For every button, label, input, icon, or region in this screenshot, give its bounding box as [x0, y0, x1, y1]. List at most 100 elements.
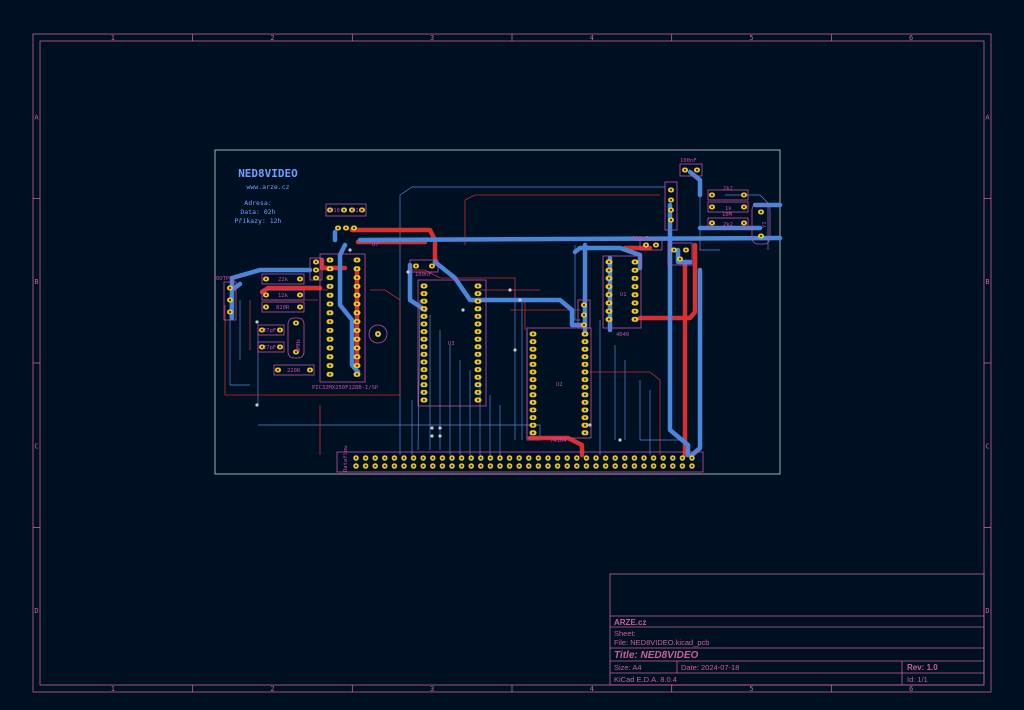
pad-drill: [583, 393, 587, 396]
pad-drill: [314, 260, 318, 264]
u3-label: U3: [448, 341, 455, 347]
c11-outline: [664, 181, 678, 231]
pad-drill: [607, 260, 611, 264]
r220-value: 220R: [287, 368, 301, 374]
pad-drill: [402, 456, 406, 460]
pad-drill: [633, 260, 637, 264]
pad-drill: [422, 368, 426, 371]
pad-drill: [355, 302, 359, 306]
pad-drill: [583, 416, 587, 419]
pad-drill: [364, 456, 367, 460]
size-label: Size: A4: [614, 663, 642, 672]
pad-drill: [414, 264, 418, 268]
pad-drill: [352, 226, 356, 230]
pad-drill: [383, 464, 386, 468]
via: [430, 426, 434, 430]
via: [508, 288, 512, 292]
pad-drill: [662, 464, 665, 468]
pad-drill: [476, 391, 480, 394]
pad-drill: [583, 348, 587, 351]
pad-drill: [354, 456, 358, 460]
pad-drill: [614, 464, 617, 468]
pad-drill: [476, 338, 480, 341]
pad-drill: [537, 464, 540, 468]
pad-drill: [710, 221, 714, 225]
pad-drill: [681, 456, 684, 460]
pad-drill: [479, 464, 482, 468]
title-block: ARZE.cz Sheet: File: NED8VIDEO.kicad_pcb…: [609, 573, 985, 686]
pad-drill: [360, 208, 364, 212]
pad-drill: [575, 456, 578, 460]
pad-drill: [498, 456, 502, 460]
pad-drill: [355, 355, 359, 358]
frame-row-label: A: [34, 113, 39, 121]
r820-outline: [261, 301, 305, 313]
pad-drill: [260, 345, 264, 349]
r12k-outline: [261, 289, 305, 301]
pad-drill: [383, 456, 386, 460]
pad-drill: [644, 243, 648, 247]
pad-drill: [260, 328, 264, 332]
pad-drill: [681, 464, 684, 468]
pad-drill: [489, 464, 492, 468]
u2-part: 74164: [550, 438, 567, 444]
pad-drill: [710, 205, 714, 209]
pad-drill: [531, 363, 535, 366]
pad-drill: [422, 330, 426, 333]
pad-drill: [470, 464, 473, 468]
r220-outline: [273, 364, 315, 376]
pad-drill: [633, 293, 637, 296]
pad-drill: [278, 328, 282, 332]
pad-drill: [314, 276, 318, 280]
pad-drill: [422, 338, 426, 341]
pad-drill: [566, 456, 569, 460]
pad-drill: [531, 355, 535, 358]
pad-drill: [633, 301, 637, 305]
frame-row-label: C: [985, 442, 989, 450]
via: [588, 423, 592, 427]
pad-drill: [695, 168, 699, 172]
pad-drill: [228, 310, 232, 314]
pad-drill: [355, 364, 359, 367]
pad-drill: [476, 376, 480, 379]
r22k-value: 22k: [278, 277, 289, 283]
pad-drill: [422, 284, 426, 288]
pad-drill: [498, 464, 502, 468]
pad-drill: [228, 286, 232, 290]
pad-drill: [531, 416, 535, 419]
pad-drill: [527, 464, 530, 468]
pad-drill: [355, 285, 359, 288]
u7-part: PIC32MX250F128B-I/SP: [312, 385, 379, 391]
pad-drill: [683, 168, 687, 172]
pad-drill: [623, 456, 626, 460]
frame-column-label: 5: [749, 685, 753, 693]
pad-drill: [583, 386, 587, 389]
pad-drill: [355, 258, 359, 262]
vias: [255, 248, 622, 442]
pad-drill: [460, 456, 463, 460]
pad-drill: [276, 368, 280, 372]
sheet-frame: [32, 33, 992, 693]
pad-drill: [742, 205, 746, 209]
pad-drill: [328, 329, 332, 332]
pad-drill: [355, 338, 359, 341]
pad-drill: [546, 456, 550, 460]
pad-drill: [633, 277, 637, 280]
pad-drill: [518, 464, 521, 468]
pad-drill: [607, 310, 611, 313]
frame-column-label: 2: [270, 685, 274, 693]
via: [461, 308, 465, 312]
pads: [227, 167, 764, 469]
pad-drill: [678, 257, 682, 261]
pad-drill: [623, 464, 626, 468]
pad-drill: [476, 360, 480, 364]
pad-drill: [476, 368, 480, 371]
r2k2a-value: 2k2: [723, 186, 733, 192]
pad-drill: [556, 464, 559, 468]
pad-drill: [422, 353, 426, 356]
u7-outline: [319, 253, 366, 383]
pad-drill: [470, 456, 473, 460]
pad-drill: [671, 464, 674, 468]
pad-drill: [264, 293, 268, 297]
pad-drill: [583, 408, 587, 412]
